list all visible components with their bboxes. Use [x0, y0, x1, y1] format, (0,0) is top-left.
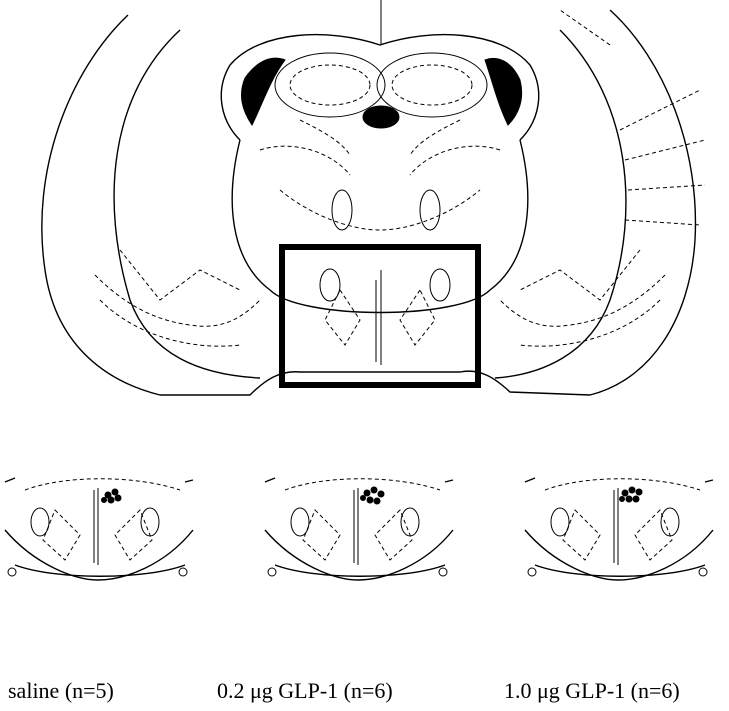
panel-label-0-2-glp1: 0.2 μg GLP-1 (n=6): [217, 678, 393, 703]
right-lateral-structures: [499, 249, 666, 347]
panel-saline: [4, 477, 194, 581]
right-ventral-oval: [429, 268, 451, 302]
right-radial-lines: [559, 9, 706, 226]
hippocampus-arc: [220, 33, 540, 141]
right-ventricle: [484, 57, 523, 126]
cortex-inner-boundary: [113, 29, 627, 379]
panel-label-1-0-glp1: 1.0 μg GLP-1 (n=6): [504, 678, 680, 703]
right-ventral-nucleus: [399, 289, 436, 346]
right-colliculus: [391, 64, 473, 106]
right-colliculus-outer: [376, 52, 488, 118]
region-of-interest-frame: [279, 244, 481, 388]
internal-structures: [259, 119, 501, 231]
left-ventricle: [241, 57, 286, 126]
coronal-brain-section: [41, 0, 706, 396]
right-nucleus: [419, 189, 441, 231]
panel-label-saline: saline (n=5): [8, 678, 114, 703]
left-colliculus-outer: [274, 52, 386, 118]
midbrain-outline: [231, 139, 529, 314]
injection-sites-saline: [101, 488, 122, 504]
injection-sites-1-0-glp1: [619, 486, 643, 503]
panel-1-0-glp1: [524, 477, 714, 581]
left-ventral-oval: [319, 268, 341, 302]
left-colliculus: [289, 64, 371, 106]
injection-sites-0-2-glp1: [360, 486, 385, 505]
panel-0-2-glp1: [264, 477, 454, 581]
left-ventral-nucleus: [324, 289, 361, 346]
left-nucleus: [331, 189, 353, 231]
left-lateral-structures: [94, 249, 261, 347]
aqueduct: [362, 105, 400, 129]
outer-brain-contour: [41, 9, 697, 396]
